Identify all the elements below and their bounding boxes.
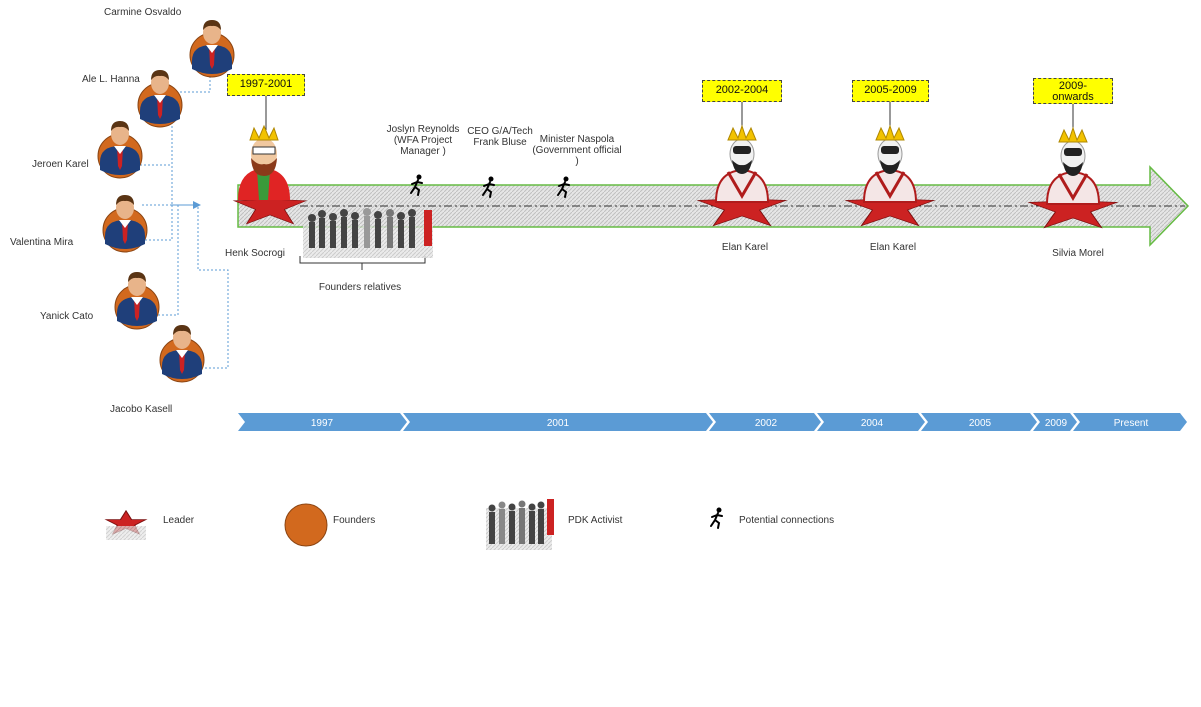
leader-name: Silvia Morel	[1052, 248, 1104, 259]
timeline-seg-2009	[1033, 413, 1077, 431]
period-box: 2002-2004	[702, 80, 782, 102]
leader-name: Elan Karel	[869, 242, 917, 253]
founder-name: Ale L. Hanna	[82, 74, 140, 85]
relatives-brace	[299, 256, 426, 264]
legend-activist-label: PDK Activist	[568, 515, 623, 526]
founders-relatives-label: Founders relatives	[318, 282, 402, 293]
legend-leader-label: Leader	[163, 515, 195, 526]
connection-label: Joslyn Reynolds (WFA Project Manager )	[386, 124, 460, 157]
timeline-seg-2005	[921, 413, 1037, 431]
timeline-label: 2002	[755, 418, 778, 429]
leader-name: Elan Karel	[721, 242, 769, 253]
timeline-label: 1997	[311, 418, 334, 429]
timeline-label: 2004	[861, 418, 884, 429]
connection-label: Minister Naspola (Government official )	[532, 134, 622, 167]
timeline-label: 2005	[969, 418, 992, 429]
timeline-label: 2009	[1045, 418, 1068, 429]
period-box: 2009-onwards	[1033, 78, 1113, 104]
period-box: 1997-2001	[227, 74, 305, 96]
founder-connectors	[120, 60, 229, 369]
founder-name: Yanick Cato	[40, 311, 94, 322]
timeline-seg-1997	[238, 413, 407, 431]
connector-arrowhead	[193, 201, 201, 209]
timeline-seg-2004	[817, 413, 925, 431]
timeline-label: 2001	[547, 418, 570, 429]
legend-connections-label: Potential connections	[739, 515, 835, 526]
timeline-labels: 1997 2001 2002 2004 2005 2009 Present	[311, 418, 1149, 429]
founder-name: Valentina Mira	[10, 237, 74, 248]
timeline-label: Present	[1114, 418, 1149, 429]
leader-name: Henk Socrogi	[224, 248, 286, 259]
legend-founders-label: Founders	[333, 515, 376, 526]
founder-name: Jacobo Kasell	[110, 404, 173, 415]
period-box: 2005-2009	[852, 80, 929, 102]
timeline-seg-present	[1073, 413, 1187, 431]
connection-label: CEO G/A/Tech Frank Bluse	[467, 126, 533, 148]
founder-name: Jeroen Karel	[32, 159, 89, 170]
founder-name: Carmine Osvaldo	[104, 7, 182, 18]
timeline-seg-2002	[709, 413, 821, 431]
chevron-timeline	[238, 413, 1187, 431]
timeline-seg-2001	[403, 413, 713, 431]
